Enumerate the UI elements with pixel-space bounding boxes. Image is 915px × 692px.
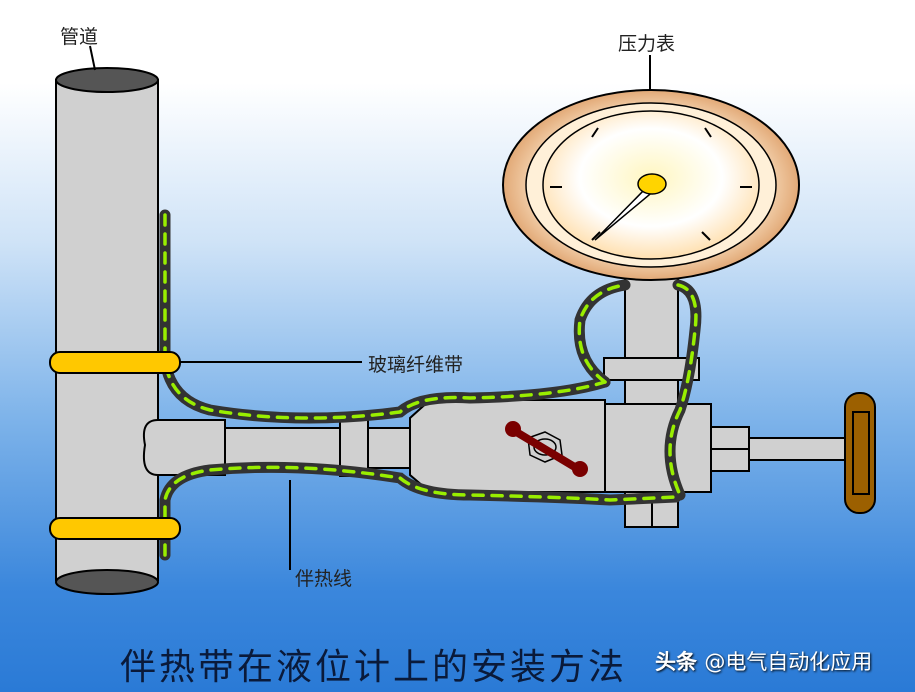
label-pipe: 管道	[60, 26, 99, 48]
vertical-pipe	[55, 67, 159, 595]
leader-lines	[89, 45, 651, 570]
watermark-brand: 头条	[655, 650, 697, 674]
watermark-account: @电气自动化应用	[704, 650, 873, 674]
diagram-title: 伴热带在液位计上的安装方法	[120, 647, 628, 688]
handwheel	[844, 392, 876, 514]
label-pressure-gauge: 压力表	[618, 33, 676, 55]
pressure-gauge	[502, 89, 800, 281]
label-heat-trace-line: 伴热线	[295, 568, 353, 590]
label-fiberglass-tape: 玻璃纤维带	[368, 354, 464, 376]
fiberglass-tape	[49, 351, 181, 540]
gauge-stem	[603, 271, 700, 405]
valve-body	[409, 399, 848, 528]
heat-trace-line	[159, 209, 702, 561]
watermark: 头条 @电气自动化应用	[655, 646, 872, 676]
valve-handle	[505, 421, 588, 477]
